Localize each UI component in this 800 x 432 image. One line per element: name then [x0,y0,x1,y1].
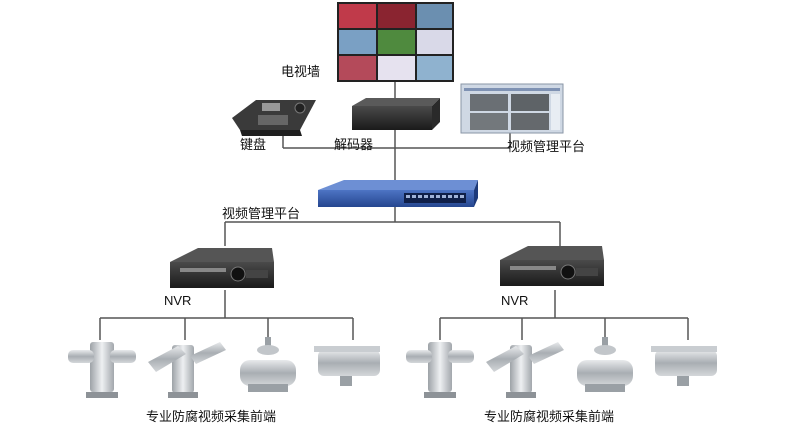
monitor-software-icon [460,83,564,134]
nvr-recorder-icon [170,248,274,288]
control-keyboard-icon [232,100,316,136]
front-right-label: 专业防腐视频采集前端 [484,410,615,425]
network-switch-icon [318,180,478,207]
ptz-camera-icon [406,342,474,398]
tv-wall-label: 电视墙 [281,65,321,80]
platform-label: 视频管理平台 [507,140,586,155]
bullet-camera-icon [314,346,380,386]
switch-label: 视频管理平台 [222,207,301,222]
nvr-left-label: NVR [164,293,192,308]
explosion-proof-dome-icon [240,337,296,392]
ptz-camera-icon [148,342,226,398]
front-left-label: 专业防腐视频采集前端 [146,410,277,425]
bullet-camera-icon [651,346,717,386]
connection-lines [99,82,689,340]
keyboard-label: 键盘 [240,138,267,153]
ptz-camera-icon [486,342,564,398]
explosion-proof-dome-icon [577,337,633,392]
nvr-recorder-icon [500,246,604,286]
video-wall-icon [337,2,454,82]
decoder-label: 解码器 [334,138,374,153]
ptz-camera-icon [68,342,136,398]
decoder-box-icon [352,98,440,130]
nvr-right-label: NVR [501,293,529,308]
